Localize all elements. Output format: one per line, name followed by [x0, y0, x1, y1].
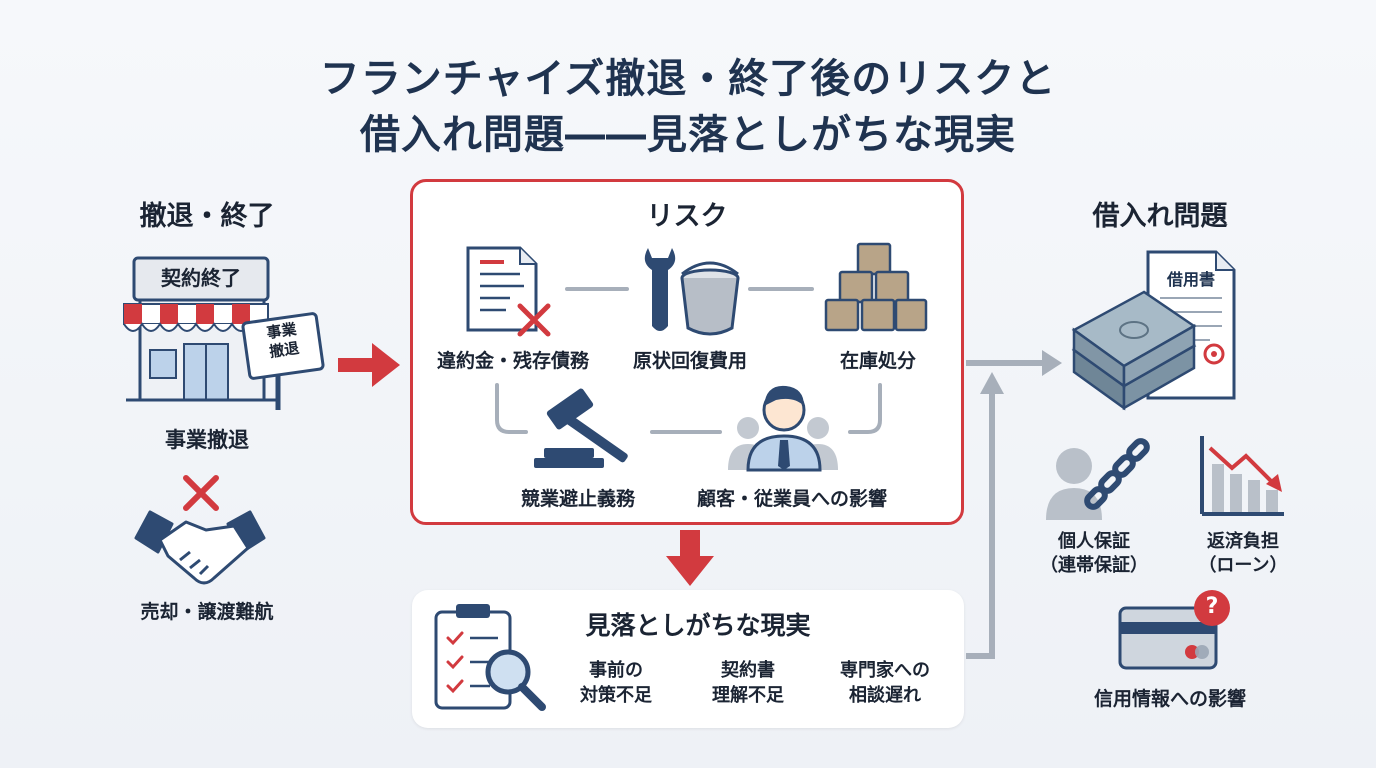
sale-difficulty-label: 売却・譲渡難航 — [140, 601, 274, 623]
question-icon — [1194, 590, 1230, 626]
risk-box — [410, 179, 964, 525]
risk-heading: リスク — [646, 201, 728, 232]
loan-document-title: 借用書 — [1166, 270, 1215, 289]
reality-item-contract: 契約書 理解不足 — [688, 658, 808, 708]
guarantee-label: 個人保証 （連帯保証） — [1024, 530, 1164, 578]
reality-heading: 見落としがちな現実 — [585, 611, 811, 640]
reality-item-line1: 事前の — [589, 660, 643, 681]
handshake-icon — [134, 510, 266, 585]
cross-icon — [183, 475, 219, 511]
people-icon — [728, 385, 838, 472]
credit-card-icon — [1118, 606, 1218, 670]
guarantor-icon — [1046, 438, 1150, 520]
store-icon — [123, 256, 280, 402]
reality-item-line1: 専門家への — [840, 660, 930, 681]
credit-impact-label: 信用情報への影響 — [1093, 688, 1246, 710]
guarantee-line1: 個人保証 — [1058, 531, 1130, 552]
declining-chart-icon — [1200, 436, 1284, 516]
store-sign-text: 契約終了 — [161, 266, 241, 290]
page-title-line2: 借入れ問題――見落としがちな現実 — [360, 112, 1016, 158]
repayment-label: 返済負担 （ローン） — [1178, 530, 1308, 578]
boxes-icon — [824, 242, 928, 332]
signboard-icon — [241, 312, 325, 410]
risk-noncompete-label: 競業避止義務 — [520, 488, 635, 510]
reality-item-line1: 契約書 — [721, 660, 775, 681]
wrench-icon — [644, 248, 676, 331]
arrow-to-loan — [966, 350, 1062, 659]
risk-penalty-label: 違約金・残存債務 — [436, 350, 589, 372]
arrow-exit-to-risk — [338, 343, 400, 387]
question-mark-glyph: ? — [1205, 594, 1219, 619]
cash-stack-icon — [1071, 290, 1197, 411]
repayment-line2: （ローン） — [1198, 555, 1288, 576]
page-title-line1: フランチャイズ撤退・終了後のリスクと — [319, 56, 1057, 102]
risk-impact-label: 顧客・従業員への影響 — [696, 488, 887, 510]
reality-item-line2: 理解不足 — [712, 685, 784, 706]
document-icon — [466, 246, 551, 337]
guarantee-line2: （連帯保証） — [1040, 555, 1148, 576]
reality-item-preparation: 事前の 対策不足 — [556, 658, 676, 708]
risk-inventory-label: 在庫処分 — [839, 350, 916, 372]
reality-item-line2: 対策不足 — [580, 685, 652, 706]
risk-connectors — [495, 287, 882, 434]
reality-item-line2: 相談遅れ — [849, 685, 921, 706]
paint-bucket-icon — [680, 261, 740, 336]
repayment-line1: 返済負担 — [1207, 531, 1279, 552]
exit-heading: 撤退・終了 — [139, 201, 275, 232]
arrow-risk-to-reality — [666, 530, 714, 586]
risk-restoration-label: 原状回復費用 — [632, 350, 747, 372]
gavel-icon — [534, 388, 628, 468]
loan-heading: 借入れ問題 — [1092, 201, 1228, 232]
business-exit-label: 事業撤退 — [165, 428, 249, 452]
magnifier-icon — [485, 649, 546, 711]
reality-item-consultation: 専門家への 相談遅れ — [818, 658, 952, 708]
